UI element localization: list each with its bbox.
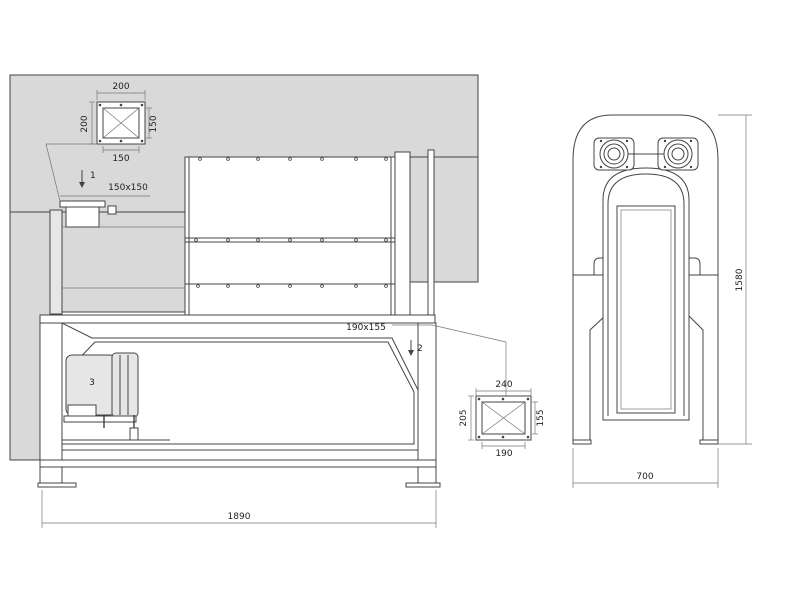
outlet-inner-width: 190: [495, 449, 512, 459]
drum-end-ring: [49, 209, 63, 315]
inlet-flange-width: 200: [112, 82, 129, 92]
inlet-flange-height: 200: [80, 115, 90, 132]
rivet-row-middle: [194, 238, 388, 242]
frame-top-beam: [39, 314, 436, 324]
inlet-pipe: [65, 204, 100, 228]
overall-length-dimension: 1890: [41, 490, 437, 528]
overall-length: 1890: [228, 512, 251, 522]
side-width: 700: [636, 472, 653, 482]
rear-housing: [409, 156, 479, 283]
drum-cylinder: [49, 211, 186, 313]
side-screen-panel: [616, 205, 676, 414]
inlet-inner-width: 150: [112, 154, 129, 164]
rivet-row-bottom: [196, 284, 388, 288]
outlet-flange-width: 240: [495, 380, 512, 390]
inlet-marker: 1: [90, 171, 96, 181]
motor: [62, 352, 170, 445]
inlet-flange-detail: 200 200 150 150 150x150 1: [45, 82, 159, 202]
right-pulley: [657, 137, 699, 171]
motor-marker: 3: [89, 378, 95, 388]
inlet-size: 150x150: [108, 183, 148, 193]
drum-right-flange: [394, 151, 411, 316]
foot-right: [405, 482, 441, 488]
overall-height: 1580: [735, 268, 745, 291]
outlet-flange-detail: 190x155 2 240 205 155 190: [346, 323, 546, 459]
foot-left: [37, 482, 77, 488]
left-pulley: [593, 137, 635, 171]
frame-leg-left: [39, 322, 63, 484]
inlet-inner-height: 150: [149, 115, 159, 132]
screen-box: [184, 156, 396, 316]
outlet-flange-height: 205: [459, 409, 469, 426]
inlet-flange: [59, 200, 106, 208]
outlet-size: 190x155: [346, 323, 386, 333]
side-view: 1580 700: [572, 114, 752, 488]
front-view: 3: [9, 74, 479, 488]
rivet-row-top: [198, 157, 388, 161]
outlet-marker: 2: [417, 344, 423, 354]
outlet-inner-height: 155: [536, 409, 546, 426]
